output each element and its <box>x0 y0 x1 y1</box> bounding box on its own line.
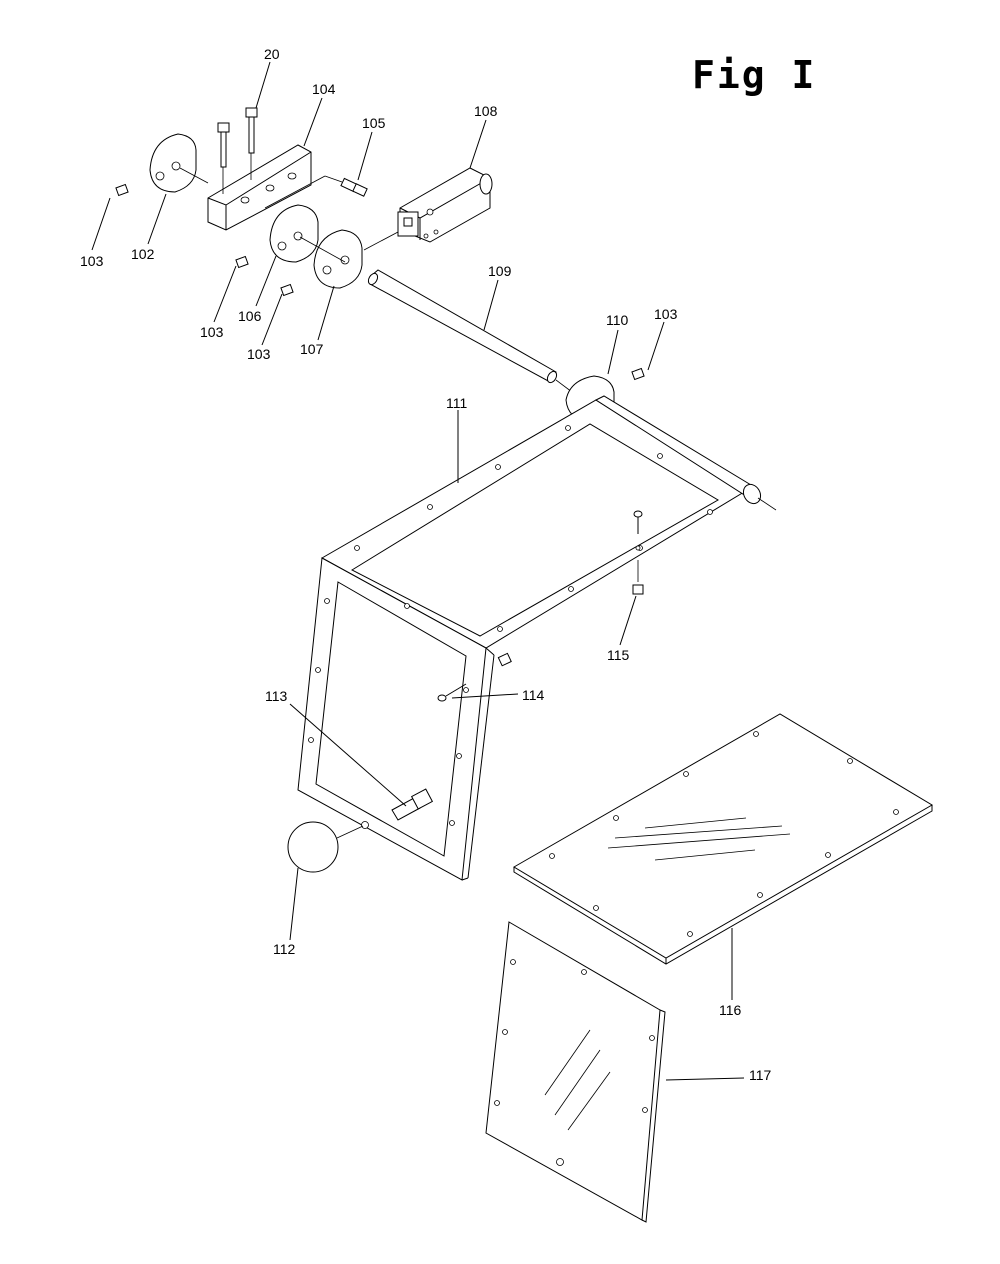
part-103-setscrew-c <box>280 283 294 297</box>
part-103-setscrew-a <box>115 183 129 197</box>
part-117-panel <box>485 921 666 1223</box>
label-103-a: 103 <box>80 253 104 269</box>
label-103-c: 103 <box>247 346 271 362</box>
label-110: 110 <box>606 312 629 328</box>
part-102-disc <box>149 133 209 193</box>
label-116: 116 <box>719 1002 742 1018</box>
part-112-knob <box>287 821 364 873</box>
label-113: 113 <box>265 688 288 704</box>
part-103-setscrew-d <box>631 367 645 381</box>
label-105: 105 <box>362 115 386 131</box>
part-115-screw-nut <box>632 510 644 595</box>
label-115: 115 <box>607 647 630 663</box>
label-117: 117 <box>749 1067 772 1083</box>
label-109: 109 <box>488 263 512 279</box>
label-107: 107 <box>300 341 324 357</box>
label-108: 108 <box>474 103 498 119</box>
part-116-panel <box>513 713 933 965</box>
label-103-d: 103 <box>654 306 678 322</box>
part-103-setscrew-b <box>235 255 249 269</box>
label-103-b: 103 <box>200 324 224 340</box>
label-106: 106 <box>238 308 262 324</box>
part-114-screw <box>437 683 467 702</box>
part-109-rod <box>367 269 573 393</box>
label-112: 112 <box>273 941 296 957</box>
label-114: 114 <box>522 687 545 703</box>
part-108-motor <box>363 167 493 251</box>
part-111-frame <box>297 395 777 881</box>
part-113-bolt <box>391 788 434 821</box>
part-104-block <box>207 144 312 231</box>
label-102: 102 <box>131 246 155 262</box>
leader-lines <box>91 61 745 1081</box>
label-20: 20 <box>264 46 280 62</box>
part-107-disc <box>299 229 363 289</box>
part-105-bolt <box>264 175 368 209</box>
part-labels: 20 104 105 108 103 102 103 106 103 107 1… <box>80 46 772 1083</box>
label-104: 104 <box>312 81 336 97</box>
part-106-disc <box>269 204 319 263</box>
figure-title: Fig I <box>692 53 816 97</box>
part-20-screws <box>217 107 258 194</box>
label-111: 111 <box>446 395 467 411</box>
